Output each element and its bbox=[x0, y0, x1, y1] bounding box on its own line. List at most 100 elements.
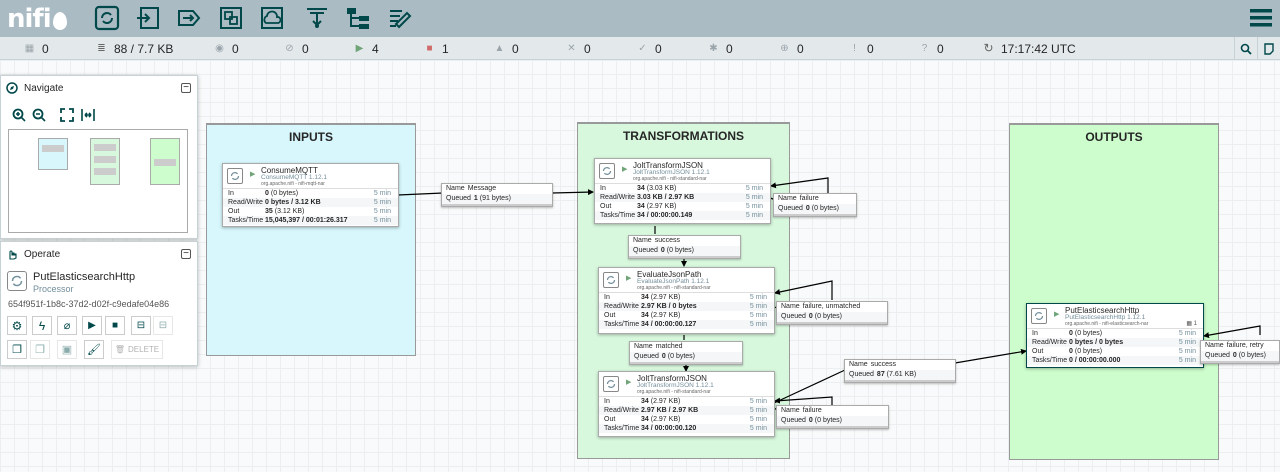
processor-evaluate-json-path[interactable]: ▶ EvaluateJsonPath EvaluateJsonPath 1.12… bbox=[598, 267, 775, 334]
flow-status-bar: ▦0 ≣88 / 7.7 KB ◉0 ⊘0 ▶4 ■1 ▲0 ✕0 ✓0 ✱0 … bbox=[0, 37, 1280, 60]
birdseye-outputs bbox=[150, 138, 180, 185]
fit-screen-button[interactable] bbox=[59, 107, 75, 123]
navigate-title: Navigate bbox=[24, 82, 64, 94]
processor-component-button[interactable] bbox=[94, 5, 120, 31]
disabled-count: ✕0 bbox=[567, 41, 591, 56]
disable-button[interactable]: ⌀ bbox=[57, 316, 77, 335]
invalid-count: ▲0 bbox=[494, 41, 519, 56]
configure-button[interactable]: ⚙ bbox=[7, 316, 27, 335]
label-button[interactable] bbox=[387, 5, 413, 31]
running-icon: ▶ bbox=[1054, 311, 1060, 318]
bulletin-board-button[interactable] bbox=[1257, 37, 1280, 60]
stale-count: ⊕0 bbox=[780, 41, 804, 56]
hand-pointer-icon bbox=[9, 250, 17, 260]
input-port-button[interactable] bbox=[135, 5, 161, 31]
processor-icon bbox=[94, 5, 120, 31]
active-threads: ▦0 bbox=[24, 41, 49, 56]
actual-size-icon bbox=[81, 109, 95, 121]
processor-icon bbox=[603, 376, 619, 392]
stop-button[interactable]: ■ bbox=[105, 316, 125, 335]
funnel-button[interactable] bbox=[304, 5, 330, 31]
nifi-logo: nifi bbox=[7, 2, 67, 35]
group-button[interactable]: ▣ bbox=[57, 340, 77, 359]
color-button[interactable]: 🖌 bbox=[84, 340, 104, 359]
processor-consume-mqtt[interactable]: ▶ ConsumeMQTT ConsumeMQTT 1.12.1 org.apa… bbox=[222, 163, 399, 227]
upload-template-button[interactable]: ⊟ bbox=[153, 316, 173, 335]
global-menu-button[interactable] bbox=[1250, 8, 1272, 28]
processor-icon bbox=[603, 272, 619, 288]
up-to-date-count: ✓0 bbox=[638, 41, 662, 56]
zoom-out-icon bbox=[32, 108, 46, 122]
collapse-navigate-button[interactable]: − bbox=[181, 83, 191, 93]
enable-button[interactable]: ϟ bbox=[32, 316, 52, 335]
process-group-icon bbox=[220, 7, 242, 29]
processor-jolt-transform-2[interactable]: ▶ JoltTransformJSON JoltTransformJSON 1.… bbox=[598, 371, 775, 437]
process-group-inputs[interactable]: INPUTS bbox=[206, 123, 416, 356]
navigate-panel: Navigate − bbox=[0, 75, 198, 239]
actual-size-button[interactable] bbox=[80, 107, 96, 123]
errors-count: !0 bbox=[849, 37, 874, 60]
processor-jolt-transform-1[interactable]: ▶ JoltTransformJSON JoltTransformJSON 1.… bbox=[594, 158, 771, 224]
transmitting-icon: ◉ bbox=[215, 43, 224, 54]
process-group-button[interactable] bbox=[218, 5, 244, 31]
group-icon: ▣ bbox=[61, 344, 73, 356]
label-icon bbox=[390, 10, 412, 29]
disabled-icon: ✕ bbox=[567, 43, 576, 54]
trash-icon: 🗑 bbox=[114, 345, 126, 354]
grid-icon: ▦ bbox=[24, 43, 35, 54]
stop-icon: ■ bbox=[111, 320, 119, 331]
create-template-button[interactable]: ⊟ bbox=[131, 316, 151, 335]
birdseye-transformations bbox=[90, 138, 120, 185]
running-icon: ▶ bbox=[626, 379, 632, 386]
refresh-status: ↻17:17:42 UTC bbox=[983, 41, 1076, 56]
flow-canvas[interactable]: INPUTS TRANSFORMATIONS OUTPUTS ▶ Consume… bbox=[0, 60, 1280, 472]
running-count: ▶4 bbox=[355, 41, 379, 56]
zoom-in-button[interactable] bbox=[11, 107, 27, 123]
arrow-up-icon: ⊕ bbox=[780, 43, 789, 54]
selection-processor-icon bbox=[7, 271, 27, 291]
process-group-outputs[interactable]: OUTPUTS bbox=[1009, 123, 1219, 460]
output-port-button[interactable] bbox=[176, 5, 202, 31]
birdseye-inputs bbox=[38, 138, 68, 170]
collapse-operate-button[interactable]: − bbox=[181, 249, 191, 259]
remote-process-group-button[interactable] bbox=[259, 5, 285, 31]
refresh-icon[interactable]: ↻ bbox=[983, 41, 994, 55]
sync-failure-count: ?0 bbox=[919, 37, 944, 60]
brush-icon: 🖌 bbox=[87, 344, 101, 356]
funnel-icon bbox=[307, 8, 327, 28]
template-button[interactable] bbox=[345, 5, 371, 31]
birdseye-view[interactable] bbox=[8, 129, 188, 233]
copy-button[interactable]: ❐ bbox=[7, 340, 27, 359]
processor-put-elasticsearch-http[interactable]: ▶ PutElasticsearchHttp PutElasticsearchH… bbox=[1026, 303, 1204, 368]
delete-button[interactable]: 🗑DELETE bbox=[111, 340, 163, 359]
start-button[interactable]: ▶ bbox=[82, 316, 102, 335]
upload-template-icon: ⊟ bbox=[158, 320, 168, 331]
output-port-icon bbox=[178, 10, 201, 26]
operate-title: Operate bbox=[24, 248, 61, 260]
zoom-out-button[interactable] bbox=[31, 107, 47, 123]
paste-button[interactable]: ❐ bbox=[30, 340, 50, 359]
search-button[interactable] bbox=[1234, 37, 1257, 60]
selection-name: PutElasticsearchHttp bbox=[33, 271, 136, 283]
